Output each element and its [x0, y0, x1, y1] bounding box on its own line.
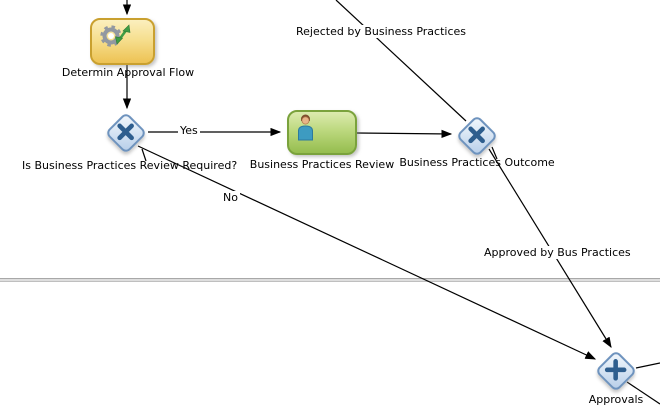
gateway-is-review-required[interactable]: [104, 111, 148, 155]
flow-review-to-outcome[interactable]: [356, 129, 453, 139]
person-icon: [296, 114, 315, 141]
flow-approvals-down-right[interactable]: [626, 381, 660, 405]
lane-divider: [0, 278, 660, 282]
flow-rejected[interactable]: [335, 0, 467, 122]
default-flow-marker-approved: [491, 146, 498, 160]
flow-no[interactable]: [137, 145, 597, 360]
edge-label-yes[interactable]: Yes: [178, 124, 200, 137]
gateway-business-practices-outcome[interactable]: [455, 114, 499, 158]
x-cross-icon: [467, 125, 487, 148]
label-business-practices-review[interactable]: Business Practices Review: [249, 158, 395, 171]
edge-label-rejected[interactable]: Rejected by Business Practices: [294, 25, 469, 38]
label-is-review-required[interactable]: Is Business Practices Review Required?: [22, 159, 238, 172]
label-approvals[interactable]: Approvals: [588, 393, 644, 406]
label-determine-approval-flow[interactable]: Determin Approval Flow: [61, 66, 195, 79]
task-business-practices-review[interactable]: [287, 110, 357, 155]
plus-icon: [605, 358, 627, 384]
default-flow-marker-no: [141, 148, 147, 162]
label-business-practices-outcome[interactable]: Business Practices Outcome: [399, 156, 555, 169]
x-cross-icon: [116, 122, 136, 145]
edge-label-no[interactable]: No: [221, 191, 240, 204]
flow-approvals-right[interactable]: [635, 362, 660, 369]
edge-label-approved[interactable]: Approved by Bus Practices: [482, 246, 633, 259]
gear-with-green-arrows-icon: [100, 23, 134, 49]
task-determine-approval-flow[interactable]: [90, 18, 155, 65]
gateway-approvals[interactable]: [594, 349, 638, 393]
